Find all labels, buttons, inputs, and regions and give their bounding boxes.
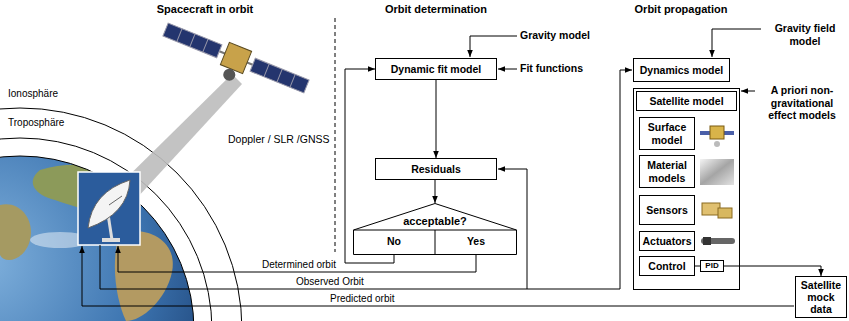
flow-wire — [498, 69, 517, 70]
section-heading: Orbit propagation — [616, 3, 746, 16]
surface-model-icon — [700, 131, 710, 135]
flow-wire — [100, 169, 527, 289]
flow-connector — [435, 180, 436, 203]
satellite-model-group: Satellite modelSurface modelMaterial mod… — [633, 88, 740, 290]
component-box: Control — [639, 256, 695, 276]
decision-outline — [353, 203, 517, 255]
box-label: Control — [646, 260, 687, 272]
component-box: Actuators — [639, 231, 695, 251]
pid-box: PID — [700, 260, 724, 272]
satellite-figure — [264, 64, 269, 77]
output-box: Satellite mock data — [795, 276, 847, 318]
satellite-figure — [163, 23, 222, 58]
box-label: Material models — [640, 159, 694, 183]
input-label: A priori non-gravitational effect models — [757, 84, 847, 122]
section-divider — [335, 18, 336, 252]
component-box: Sensors — [639, 195, 695, 225]
input-label: Fit functions — [520, 62, 583, 75]
decision-diamond: acceptable? NoYes — [353, 203, 517, 255]
surface-model-icon — [724, 131, 734, 135]
ground-antenna — [102, 238, 120, 242]
ground-antenna — [78, 172, 140, 245]
decision-text: No — [353, 235, 435, 247]
input-label: Gravity model — [520, 29, 590, 42]
earth-globe — [0, 165, 173, 321]
box-label: Sensors — [644, 204, 689, 216]
decision-text: Yes — [435, 235, 517, 247]
box-label: PID — [703, 261, 720, 270]
decision-outline — [354, 204, 517, 255]
component-box: Material models — [639, 155, 695, 188]
material-sample-icon — [700, 159, 734, 185]
flow-wire — [741, 91, 755, 92]
sensor-icon — [718, 208, 732, 218]
satellite-figure — [277, 69, 282, 82]
box-label: Residuals — [409, 163, 463, 175]
layer-label: Troposphäre — [8, 117, 64, 129]
sensor-icon — [702, 203, 732, 218]
actuator-icon — [701, 237, 735, 245]
box-label: Dynamic fit model — [389, 63, 483, 75]
process-box: Residuals — [375, 158, 497, 180]
box-label: Satellite mock data — [796, 279, 846, 315]
box-label: Dynamics model — [638, 64, 725, 76]
earth-globe — [0, 156, 194, 321]
decision-text: acceptable? — [353, 215, 517, 228]
flow-wire — [470, 36, 517, 57]
actuator-icon — [703, 237, 711, 245]
orbit-line-label: Predicted orbit — [330, 293, 394, 305]
surface-model-icon — [700, 126, 734, 147]
satellite-figure — [190, 34, 195, 47]
earth-globe — [0, 156, 194, 321]
sensor-icon — [702, 203, 720, 215]
flow-wire — [82, 29, 794, 306]
link-label: Doppler / SLR /GNSS — [228, 133, 330, 146]
surface-model-icon — [710, 126, 724, 139]
satellite-figure — [221, 67, 237, 83]
satellite-figure — [220, 42, 251, 73]
ground-antenna — [109, 196, 122, 205]
input-label: Gravity field model — [764, 22, 846, 47]
satellite-figure — [177, 29, 182, 42]
earth-globe — [0, 156, 194, 321]
flow-connector — [436, 80, 437, 158]
flow-connector — [724, 266, 821, 276]
orbit-line-label: Observed Orbit — [296, 276, 364, 288]
satellite-figure — [157, 18, 311, 108]
layer-label: Ionosphäre — [8, 88, 58, 100]
section-heading: Spacecraft in orbit — [140, 3, 270, 16]
process-box: Dynamics model — [633, 58, 730, 82]
component-box: Surface model — [639, 117, 695, 150]
surface-model-icon — [714, 141, 720, 147]
satellite-figure — [203, 39, 208, 52]
orbit-line-label: Determined orbit — [262, 259, 336, 271]
ground-antenna — [88, 180, 130, 228]
decision-divider — [435, 230, 436, 255]
group-heading: Satellite model — [636, 91, 737, 111]
earth-globe — [0, 204, 31, 260]
flow-wire — [82, 246, 794, 306]
flow-wire — [712, 29, 761, 57]
box-label: Actuators — [640, 235, 693, 247]
satellite-figure — [250, 58, 309, 93]
atmosphere-arcs — [0, 138, 212, 321]
actuator-icon — [701, 238, 735, 244]
satellite-figure — [290, 74, 295, 87]
ground-antenna — [78, 172, 140, 245]
box-label: Surface model — [640, 121, 694, 145]
section-heading: Orbit determination — [371, 3, 501, 16]
process-box: Dynamic fit model — [375, 58, 497, 80]
flow-wire — [527, 70, 632, 289]
